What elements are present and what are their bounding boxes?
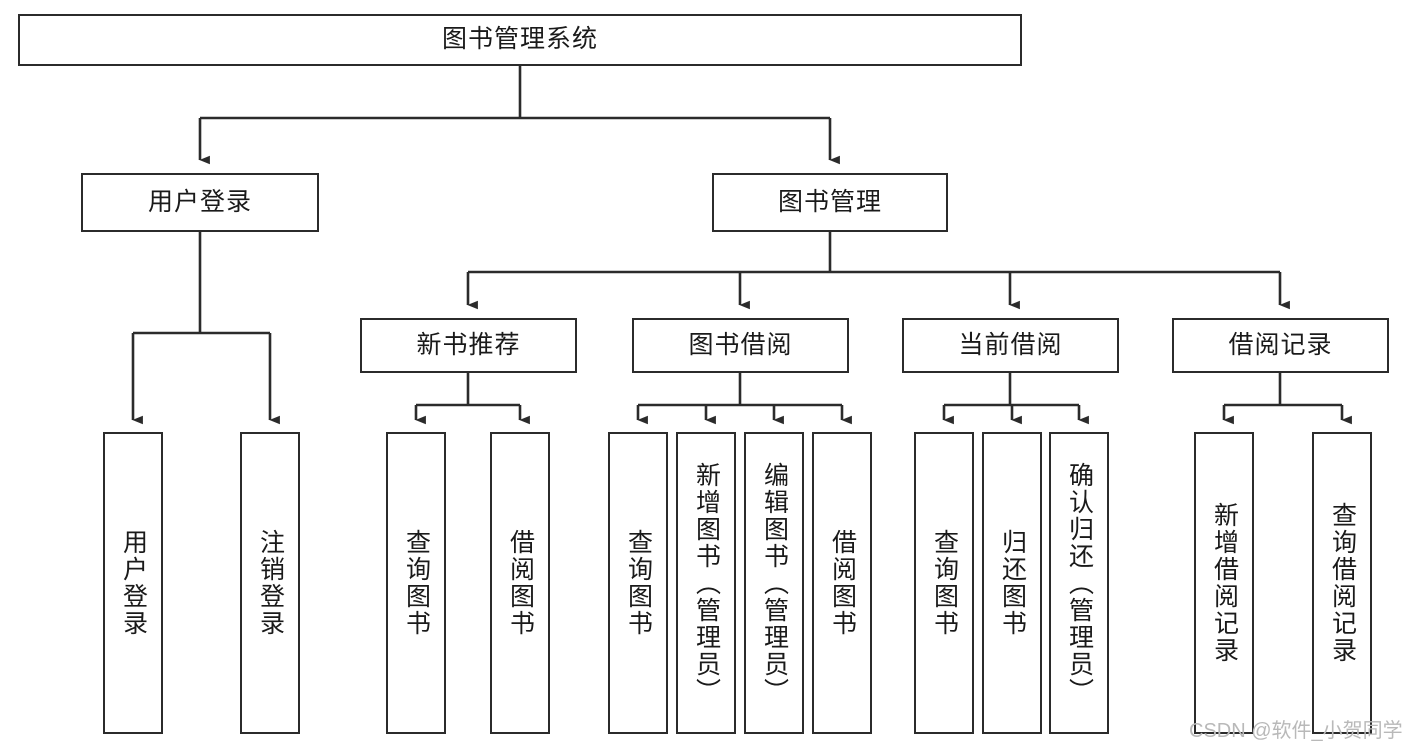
leaf-current-query-book[interactable]: 查询图书	[914, 432, 974, 734]
node-label: 新增图书（管理员）	[692, 461, 721, 705]
node-label: 图书管理	[777, 187, 882, 216]
leaf-current-confirm-return-admin[interactable]: 确认归还（管理员）	[1049, 432, 1109, 734]
node-book-management[interactable]: 图书管理	[712, 173, 948, 232]
leaf-borrow-edit-book-admin[interactable]: 编辑图书（管理员）	[744, 432, 804, 734]
node-label: 确认归还（管理员）	[1065, 461, 1094, 705]
node-label: 归还图书	[998, 529, 1027, 637]
node-current-borrow[interactable]: 当前借阅	[902, 318, 1119, 373]
node-label: 图书管理系统	[441, 25, 598, 54]
leaf-current-return-book[interactable]: 归还图书	[982, 432, 1042, 734]
node-label: 用户登录	[119, 529, 148, 637]
leaf-recommend-borrow-book[interactable]: 借阅图书	[490, 432, 550, 734]
leaf-borrow-query-book[interactable]: 查询图书	[608, 432, 668, 734]
node-new-book-recommend[interactable]: 新书推荐	[360, 318, 577, 373]
node-label: 新增借阅记录	[1210, 502, 1239, 664]
node-book-borrow[interactable]: 图书借阅	[632, 318, 849, 373]
node-label: 借阅图书	[506, 529, 535, 637]
node-root-system[interactable]: 图书管理系统	[18, 14, 1022, 66]
node-label: 查询图书	[402, 529, 431, 637]
csdn-watermark: CSDN @软件_小贺同学	[1189, 720, 1403, 742]
node-label: 查询借阅记录	[1328, 502, 1357, 664]
node-label: 借阅记录	[1228, 330, 1333, 359]
leaf-borrow-add-book-admin[interactable]: 新增图书（管理员）	[676, 432, 736, 734]
leaf-borrow-borrow-book[interactable]: 借阅图书	[812, 432, 872, 734]
node-label: 查询图书	[624, 529, 653, 637]
node-label: 用户登录	[147, 187, 252, 216]
leaf-record-add-record[interactable]: 新增借阅记录	[1194, 432, 1254, 734]
node-label: 查询图书	[930, 529, 959, 637]
leaf-user-login-logout[interactable]: 注销登录	[240, 432, 300, 734]
leaf-record-query-record[interactable]: 查询借阅记录	[1312, 432, 1372, 734]
node-label: 新书推荐	[416, 330, 521, 359]
leaf-recommend-query-book[interactable]: 查询图书	[386, 432, 446, 734]
node-label: 当前借阅	[958, 330, 1063, 359]
node-borrow-record[interactable]: 借阅记录	[1172, 318, 1389, 373]
node-label: 编辑图书（管理员）	[760, 461, 789, 705]
node-label: 注销登录	[256, 529, 285, 637]
node-user-login[interactable]: 用户登录	[81, 173, 319, 232]
node-label: 图书借阅	[688, 330, 793, 359]
leaf-user-login-login[interactable]: 用户登录	[103, 432, 163, 734]
node-label: 借阅图书	[828, 529, 857, 637]
